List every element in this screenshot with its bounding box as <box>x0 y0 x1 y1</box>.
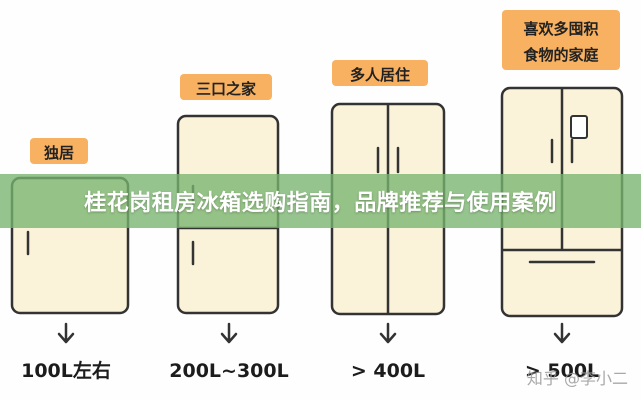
tag-bg <box>30 138 88 164</box>
banner-title: 桂花岗租房冰箱选购指南，品牌推荐与使用案例 <box>84 191 557 216</box>
down-arrow-icon <box>220 322 238 344</box>
capacity-label: 100L左右 <box>21 359 111 382</box>
tag-text-line1: 喜欢多囤积 <box>523 20 598 38</box>
watermark: 知乎 @李小二 <box>527 369 628 388</box>
down-arrow-icon <box>379 322 397 344</box>
capacity-label: > 400L <box>351 360 425 382</box>
capacity-label: > 500L <box>525 360 599 382</box>
tag-bg <box>502 10 620 70</box>
title-banner: 桂花岗租房冰箱选购指南，品牌推荐与使用案例 <box>0 174 641 228</box>
tag-bg <box>180 74 272 100</box>
tag-text: 三口之家 <box>196 80 256 98</box>
tag-text-line2: 食物的家庭 <box>523 46 599 64</box>
down-arrow-icon <box>57 322 75 344</box>
tag-text: 多人居住 <box>350 66 410 84</box>
tag-bg <box>332 60 428 86</box>
tag-text: 独居 <box>44 144 74 162</box>
capacity-label: 200L~300L <box>169 360 288 382</box>
down-arrow-icon <box>553 322 571 344</box>
